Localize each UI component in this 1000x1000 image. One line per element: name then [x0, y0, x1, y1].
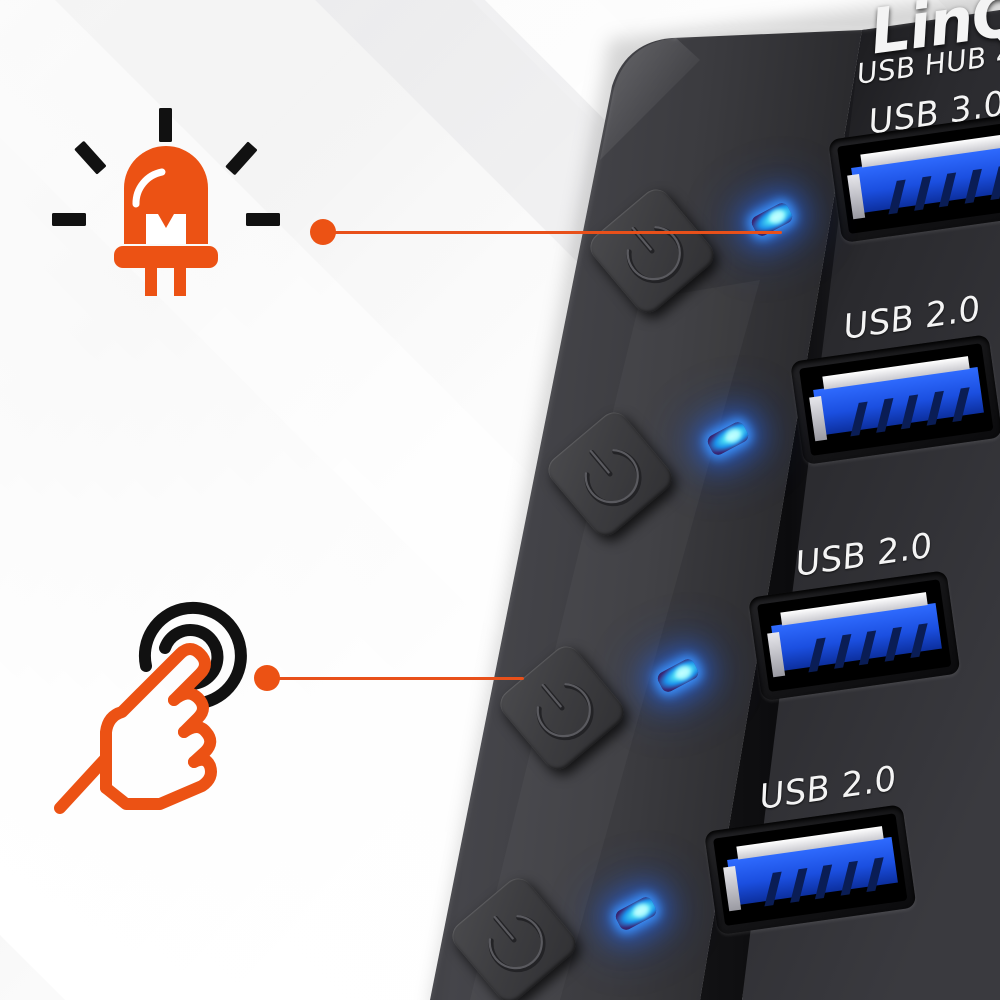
led-flange	[114, 246, 218, 268]
power-icon	[488, 915, 546, 973]
led-lamp-icon	[52, 108, 280, 296]
led-callout-line	[322, 231, 782, 234]
device-corner-highlight	[600, 38, 700, 160]
led-callout-dot	[310, 219, 336, 245]
device-top-face	[742, 10, 1000, 1000]
power-icon	[584, 449, 642, 507]
touch-callout-line	[268, 677, 524, 680]
touch-tap-icon	[54, 601, 247, 814]
device-top-edge	[671, 6, 1000, 40]
power-icon	[536, 683, 594, 741]
power-button-2[interactable]	[542, 406, 678, 542]
led-leg-right	[174, 268, 186, 296]
led-ray-group	[52, 108, 280, 226]
led-leg-left	[145, 268, 157, 296]
led-bulb	[124, 146, 208, 244]
tap-ripple-group	[138, 601, 247, 708]
led-gloss	[132, 168, 166, 208]
device-left-edge	[428, 89, 614, 1000]
device-front-face	[430, 30, 862, 1000]
pointing-hand	[54, 643, 217, 814]
power-button-3[interactable]	[494, 640, 630, 776]
led-die	[146, 214, 186, 244]
touch-callout-dot	[254, 665, 280, 691]
power-button-4[interactable]	[446, 872, 582, 1000]
